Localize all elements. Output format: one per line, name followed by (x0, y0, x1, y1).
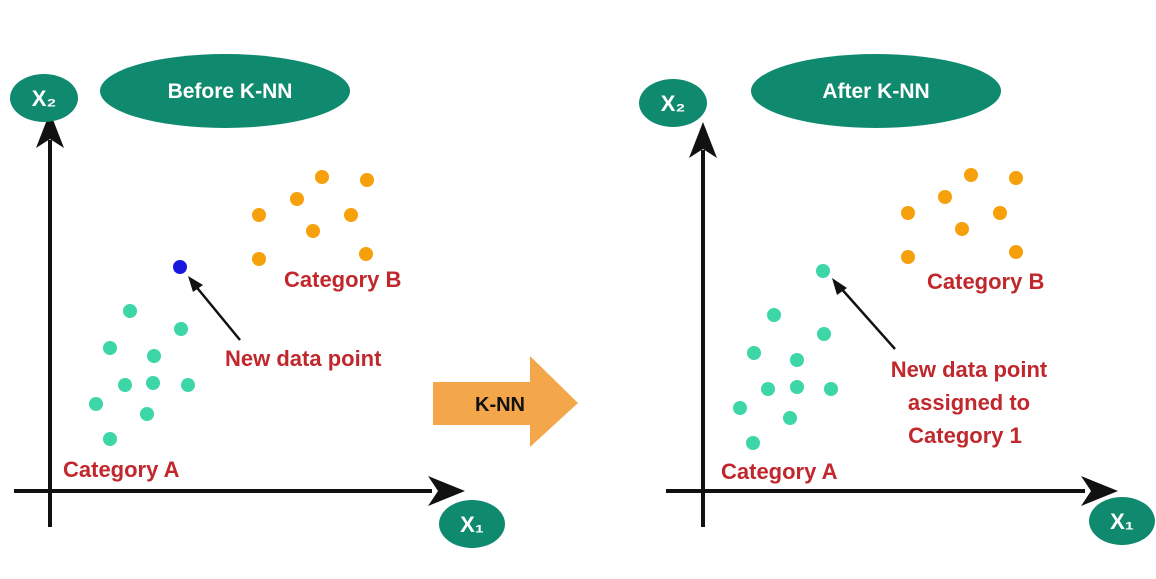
category-b-point (252, 208, 266, 222)
category-a-point (824, 382, 838, 396)
before-title-pill: Before K-NN (100, 54, 350, 128)
after-new-point-label-line-2: assigned to (908, 390, 1030, 415)
before-category-a-label: Category A (63, 457, 180, 482)
category-a-point (817, 327, 831, 341)
before-new-data-point (173, 260, 187, 274)
after-title-pill: After K-NN (751, 54, 1001, 128)
category-b-point (252, 252, 266, 266)
after-x-axis-label: X₁ (1110, 509, 1134, 534)
category-b-point (315, 170, 329, 184)
category-a-point (146, 376, 160, 390)
before-x-axis-label: X₁ (460, 512, 484, 537)
after-new-point-label-line-1: New data point (891, 357, 1048, 382)
before-pointer-arrowhead (188, 276, 203, 292)
category-a-point (747, 346, 761, 360)
category-a-point (103, 341, 117, 355)
before-panel: Before K-NN X₂ X₁ (10, 54, 505, 548)
category-a-point (123, 304, 137, 318)
before-category-b-label: Category B (284, 267, 401, 292)
after-title: After K-NN (822, 80, 929, 103)
before-y-axis-arrowhead (36, 112, 64, 148)
category-b-point (290, 192, 304, 206)
category-a-point (147, 349, 161, 363)
before-category-a-points (89, 304, 195, 446)
before-y-axis-label: X₂ (32, 86, 56, 111)
category-a-point (89, 397, 103, 411)
knn-transition-arrow: K-NN (433, 356, 578, 447)
category-a-point (783, 411, 797, 425)
category-b-point (964, 168, 978, 182)
after-pointer-line (838, 285, 896, 350)
category-b-point (993, 206, 1007, 220)
before-x-axis-badge: X₁ (439, 500, 505, 548)
category-b-point (359, 247, 373, 261)
before-title: Before K-NN (168, 80, 293, 103)
category-a-point (790, 353, 804, 367)
category-a-point (767, 308, 781, 322)
after-category-a-points (733, 264, 838, 450)
category-a-point (103, 432, 117, 446)
category-b-point (360, 173, 374, 187)
category-a-point (746, 436, 760, 450)
after-x-axis-badge: X₁ (1089, 497, 1155, 545)
big-arrow-label: K-NN (475, 394, 525, 416)
after-panel: After K-NN X₂ X₁ (639, 54, 1155, 545)
category-a-point (790, 380, 804, 394)
after-y-axis-label: X₂ (661, 91, 685, 116)
after-new-point-label-line-3: Category 1 (908, 423, 1022, 448)
category-b-point (901, 250, 915, 264)
after-category-a-label: Category A (721, 459, 838, 484)
category-b-point (344, 208, 358, 222)
category-a-point (174, 322, 188, 336)
before-category-b-points (252, 170, 374, 266)
category-a-point (140, 407, 154, 421)
after-category-b-points (901, 168, 1023, 264)
before-x-axis-arrowhead (428, 476, 465, 506)
after-category-b-label: Category B (927, 269, 1044, 294)
before-title-ellipse (100, 54, 350, 128)
category-a-point (181, 378, 195, 392)
category-b-point (306, 224, 320, 238)
category-a-point (118, 378, 132, 392)
category-a-point (733, 401, 747, 415)
after-y-axis-arrowhead (689, 122, 717, 158)
category-b-point (955, 222, 969, 236)
category-a-point (761, 382, 775, 396)
after-pointer-arrowhead (832, 278, 847, 295)
category-b-point (938, 190, 952, 204)
category-b-point (901, 206, 915, 220)
after-new-data-point (816, 264, 830, 278)
before-y-axis-badge: X₂ (10, 74, 78, 122)
after-x-axis-arrowhead (1081, 476, 1118, 506)
before-new-point-label: New data point (225, 346, 382, 371)
category-b-point (1009, 245, 1023, 259)
big-arrow-shape (433, 356, 578, 447)
after-y-axis-badge: X₂ (639, 79, 707, 127)
before-pointer-line (193, 283, 241, 341)
category-b-point (1009, 171, 1023, 185)
after-title-ellipse (751, 54, 1001, 128)
